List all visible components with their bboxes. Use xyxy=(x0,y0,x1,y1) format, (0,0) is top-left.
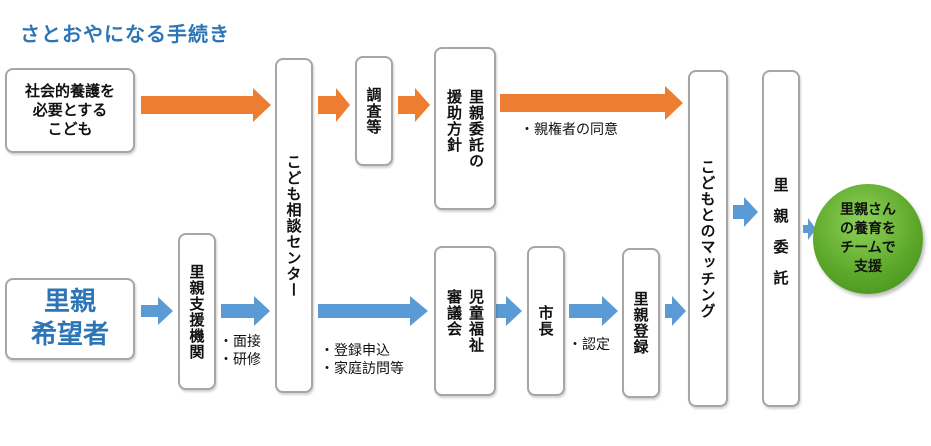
applicant-box: 里親 希望者 xyxy=(5,278,135,360)
support-agency-box: 里親支援機関 xyxy=(178,233,216,390)
placement-box: 里親委託 xyxy=(762,70,800,407)
center-box: こども相談センター xyxy=(275,58,313,393)
survey-box: 調査等 xyxy=(355,56,393,166)
arrow-policy-to-matching xyxy=(500,86,683,120)
arrow-applicant-to-agency xyxy=(141,297,173,325)
goal-label: 里親さん の養育を チームで 支援 xyxy=(840,202,896,275)
note-application: ・登録申込 ・家庭訪問等 xyxy=(320,343,404,377)
support-agency-label: 里親支援機関 xyxy=(187,263,206,360)
mayor-box: 市長 xyxy=(527,246,565,396)
child-box: 社会的養護を 必要とする こども xyxy=(5,68,135,153)
page-title: さとおやになる手続き xyxy=(20,22,230,46)
survey-label: 調査等 xyxy=(364,87,383,135)
note-interview: ・面接 ・研修 xyxy=(219,334,261,368)
note-parental-consent: ・親権者の同意 xyxy=(520,122,618,138)
arrow-council-to-mayor xyxy=(496,296,522,326)
applicant-box-label: 里親 希望者 xyxy=(30,287,109,350)
center-label: こども相談センター xyxy=(284,153,303,298)
arrow-registration-to-matching xyxy=(665,296,686,326)
arrow-mayor-to-registration xyxy=(569,296,618,326)
matching-label: こどもとのマッチング xyxy=(698,158,717,319)
goal-circle: 里親さん の養育を チームで 支援 xyxy=(813,184,923,294)
matching-box: こどもとのマッチング xyxy=(688,70,728,407)
placement-label: 里親委託 xyxy=(771,176,790,301)
mayor-label: 市長 xyxy=(536,305,555,337)
registration-label: 里親登録 xyxy=(631,291,650,355)
policy-box: 里親委託の 援助方針 xyxy=(434,47,496,210)
council-box: 児童福祉 審議会 xyxy=(434,246,496,396)
policy-label: 里親委託の 援助方針 xyxy=(445,88,485,169)
arrow-matching-to-placement xyxy=(733,197,758,227)
registration-box: 里親登録 xyxy=(622,248,660,398)
council-label: 児童福祉 審議会 xyxy=(445,289,485,353)
arrow-center-to-council xyxy=(318,296,428,326)
arrow-agency-to-center xyxy=(221,296,270,326)
note-approval: ・認定 xyxy=(568,337,610,353)
child-box-label: 社会的養護を 必要とする こども xyxy=(24,82,115,138)
arrow-placement-to-goal xyxy=(803,218,816,240)
arrow-child-to-center xyxy=(141,88,271,122)
arrow-survey-to-policy xyxy=(398,88,430,122)
arrow-center-to-survey xyxy=(318,88,350,122)
